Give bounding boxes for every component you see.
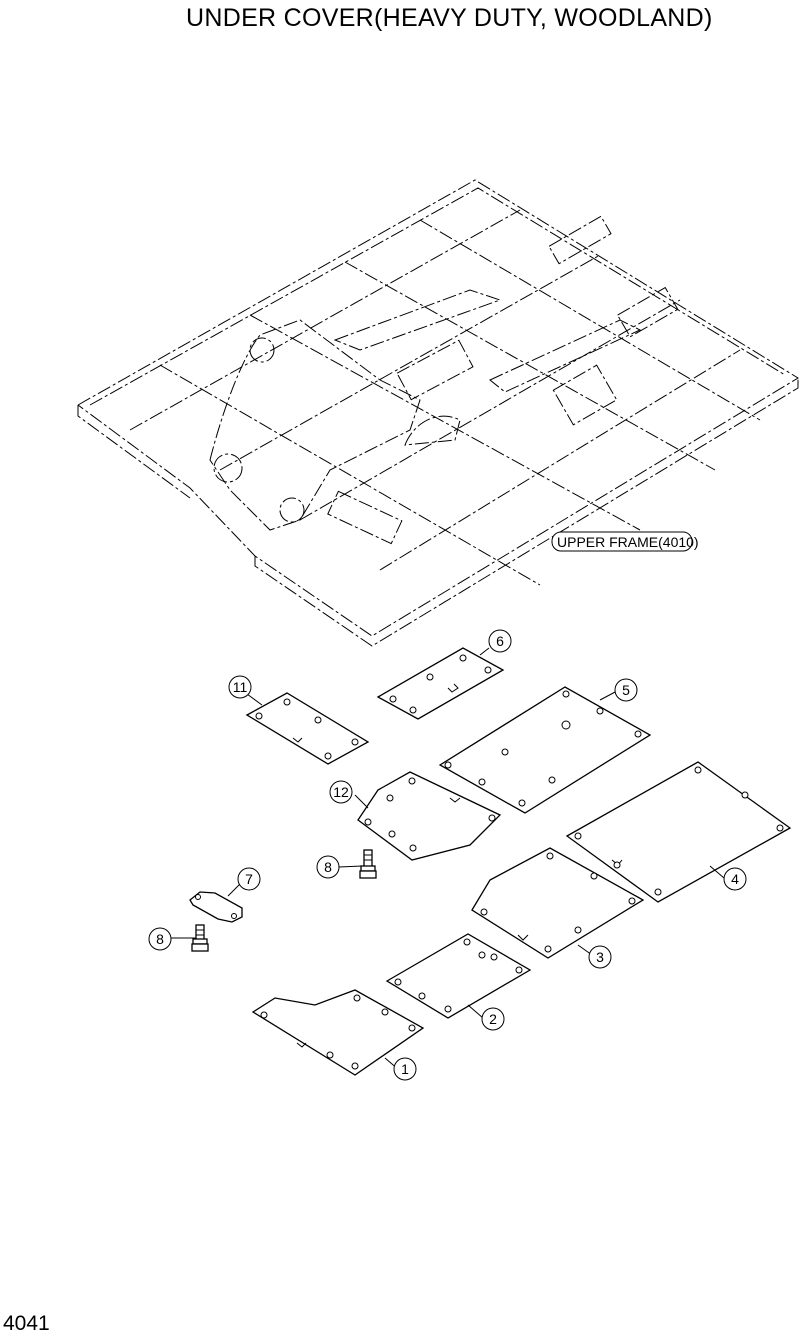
cover-plate-5 — [438, 686, 652, 814]
callout-8a: 8 — [316, 855, 340, 879]
callout-2: 2 — [481, 1007, 505, 1031]
reference-label: UPPER FRAME(4010) — [557, 534, 699, 550]
upper-frame — [77, 179, 799, 647]
page-title: UNDER COVER(HEAVY DUTY, WOODLAND) — [186, 4, 713, 32]
bolt-8b — [191, 924, 209, 952]
callout-4: 4 — [723, 867, 747, 891]
callout-1: 1 — [393, 1057, 417, 1081]
callout-12-label: 12 — [333, 784, 349, 800]
callout-1-label: 1 — [401, 1061, 409, 1077]
callout-5-label: 5 — [622, 682, 630, 698]
cover-plate-12 — [357, 771, 502, 861]
callout-4-label: 4 — [731, 871, 739, 887]
callout-7: 7 — [237, 867, 261, 891]
cover-plate-2 — [385, 933, 532, 1019]
callout-5: 5 — [614, 678, 638, 702]
callout-8b-label: 8 — [156, 931, 164, 947]
cover-plate-1 — [251, 989, 425, 1076]
cover-plate-3 — [471, 847, 645, 959]
callout-11: 11 — [228, 675, 252, 699]
callout-11-label: 11 — [233, 679, 248, 695]
callout-8a-label: 8 — [324, 859, 332, 875]
cover-plate-7 — [189, 891, 243, 923]
callout-3: 3 — [588, 945, 612, 969]
callout-8b: 8 — [148, 927, 172, 951]
cover-plate-6 — [376, 647, 505, 720]
cover-plate-11 — [245, 692, 370, 765]
callout-12: 12 — [329, 780, 353, 804]
callout-3-label: 3 — [596, 949, 604, 965]
callout-6-label: 6 — [496, 633, 504, 649]
cover-plate-4 — [565, 761, 792, 903]
callout-6: 6 — [488, 629, 512, 653]
callout-leaders — [170, 647, 725, 1071]
callout-2-label: 2 — [489, 1011, 497, 1027]
bolt-8a — [359, 849, 377, 879]
reference-label-frame — [551, 531, 693, 552]
callout-7-label: 7 — [245, 871, 253, 887]
page-number: 4041 — [3, 1312, 50, 1335]
